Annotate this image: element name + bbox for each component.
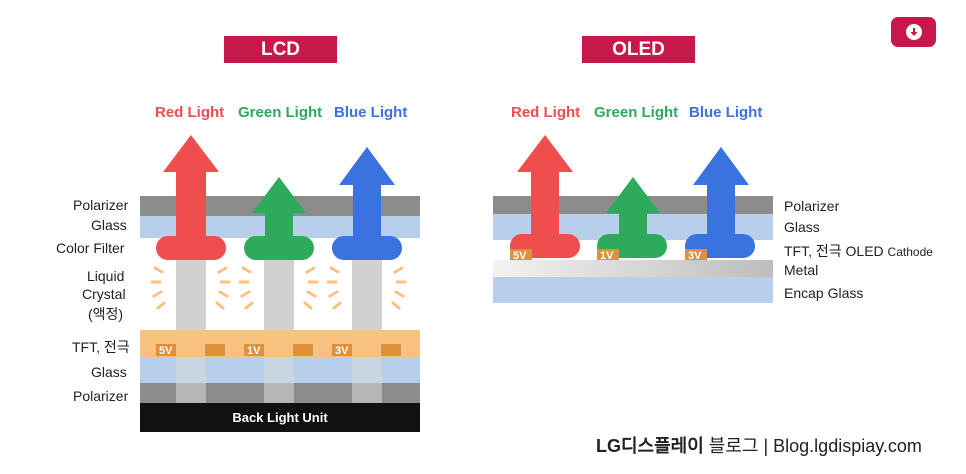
oled-green-light-label: Green Light — [594, 104, 679, 121]
lcd-color-filter-green — [244, 236, 314, 260]
oled-polarizer-label: Polarizer — [784, 198, 840, 214]
oled-tft-label-suffix: Cathode — [887, 245, 933, 259]
oled-electrode-overlay-3 — [685, 249, 707, 260]
lcd-electrode-1 — [156, 344, 176, 356]
oled-tft-label: TFT, 전극 OLED Cathode — [784, 241, 933, 261]
oled-encap-glass-label: Encap Glass — [784, 285, 864, 301]
lcd-column-overlay-blue — [352, 357, 382, 403]
oled-voltage-label-blue: 3V — [688, 250, 702, 262]
lcd-tft-layer — [140, 330, 420, 357]
oled-glass-label: Glass — [784, 219, 820, 235]
lcd-title-badge: LCD — [224, 36, 337, 63]
lcd-liquid-crystal-label-3: (액정) — [88, 306, 124, 322]
oled-blue-arrow — [693, 147, 749, 240]
lcd-blue-arrow — [339, 147, 395, 242]
oled-voltage-label-green: 1V — [600, 250, 614, 262]
lcd-backlight-label: Back Light Unit — [232, 410, 328, 425]
oled-tft-label-prefix: TFT, 전극 OLED — [784, 243, 888, 259]
lcd-voltage-label-red: 5V — [159, 345, 173, 357]
lcd-electrode-3 — [244, 344, 264, 356]
lcd-color-filter-red — [156, 236, 226, 260]
footer-brand: LG디스플레이 — [596, 436, 704, 456]
oled-green-arrow — [606, 177, 660, 240]
lcd-electrode-5 — [332, 344, 352, 356]
lcd-tft-label: TFT, 전극 — [72, 339, 130, 355]
lcd-glass-bottom-label: Glass — [91, 364, 127, 380]
lcd-color-filter-label: Color Filter — [56, 240, 125, 256]
oled-metal-label: Metal — [784, 262, 819, 278]
lcd-liquid-crystal-glow — [150, 266, 407, 310]
oled-red-light-label: Red Light — [511, 104, 581, 121]
footer-rest: 블로그 | Blog.lgdispiay.com — [703, 436, 922, 456]
lcd-green-light-label: Green Light — [238, 104, 323, 121]
download-button[interactable] — [891, 17, 936, 47]
oled-red-arrow — [517, 135, 573, 239]
lcd-title: LCD — [260, 38, 301, 60]
lcd-red-light-label: Red Light — [155, 104, 225, 121]
oled-electrode-overlay-1 — [510, 249, 532, 260]
lcd-electrode-6 — [381, 344, 401, 356]
lcd-liquid-crystal-label-1: Liquid — [87, 268, 125, 284]
lcd-electrode-2 — [205, 344, 225, 356]
oled-metal-layer — [493, 260, 773, 277]
lcd-voltage-label-green: 1V — [247, 345, 261, 357]
lcd-column-overlay-red — [176, 357, 206, 403]
oled-title: OLED — [612, 38, 665, 60]
lcd-liquid-crystal-label-2: Crystal — [82, 286, 126, 302]
download-icon — [905, 24, 922, 40]
oled-blue-light-label: Blue Light — [689, 104, 763, 121]
lcd-polarizer-bottom-label: Polarizer — [73, 388, 129, 404]
lcd-column-overlay-green — [264, 357, 294, 403]
oled-voltage-label-red: 5V — [513, 250, 527, 262]
lcd-color-filter-blue — [332, 236, 402, 260]
oled-encap-glass-layer — [493, 277, 773, 303]
lcd-blue-light-label: Blue Light — [334, 104, 408, 121]
lcd-glass-top-label: Glass — [91, 217, 127, 233]
lcd-green-arrow — [252, 177, 306, 242]
lcd-backlight-unit — [140, 403, 420, 432]
footer-credit: LG디스플레이 블로그 | Blog.lgdispiay.com — [596, 432, 922, 458]
lcd-polarizer-top-label: Polarizer — [73, 197, 129, 213]
lcd-red-arrow — [163, 135, 219, 241]
lcd-electrode-4 — [293, 344, 313, 356]
oled-electrode-overlay-2 — [597, 249, 619, 260]
oled-title-badge: OLED — [582, 36, 695, 63]
lcd-voltage-label-blue: 3V — [335, 345, 349, 357]
